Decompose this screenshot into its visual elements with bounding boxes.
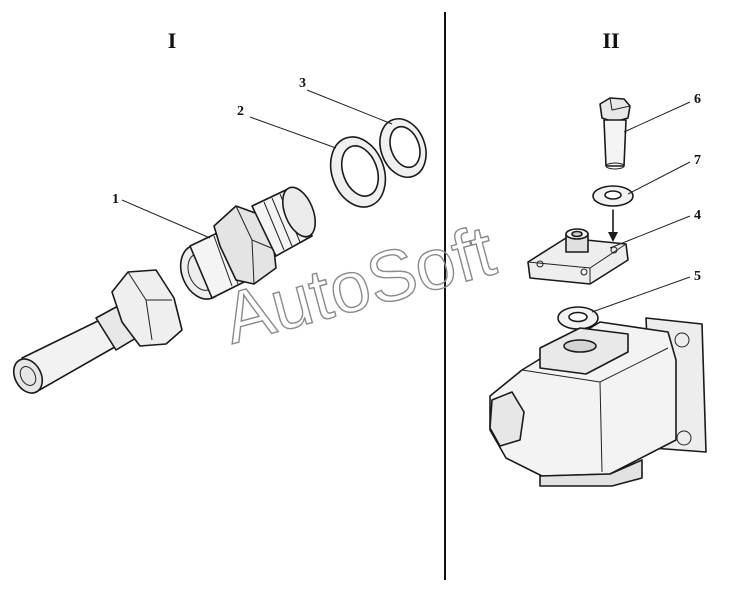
callout-1: 1 (112, 192, 119, 207)
leader-2 (249, 116, 337, 149)
housing-body (489, 317, 707, 487)
callout-6: 6 (694, 92, 701, 107)
leader-1 (121, 199, 211, 239)
seal-ring-5 (557, 306, 599, 330)
sealing-ring-3 (379, 118, 427, 178)
washer-7 (592, 185, 634, 242)
callout-3: 3 (299, 76, 306, 91)
callout-4: 4 (694, 208, 701, 223)
sealing-ring-2 (329, 136, 387, 208)
panel-label-right: II (602, 28, 619, 53)
assembly-arrow-head (608, 232, 618, 242)
leader-7 (627, 161, 691, 195)
sensor-probe (12, 269, 183, 394)
flange-cover-4 (527, 228, 629, 285)
leader-6 (623, 101, 691, 133)
callout-5: 5 (694, 269, 701, 284)
callout-7: 7 (694, 153, 701, 168)
threaded-union-1 (179, 186, 317, 300)
leader-3 (306, 89, 393, 125)
leader-4 (609, 215, 691, 249)
panel-label-left: I (168, 28, 177, 53)
leader-5 (591, 276, 691, 313)
callout-2: 2 (237, 104, 244, 119)
bolt-6 (599, 97, 631, 170)
